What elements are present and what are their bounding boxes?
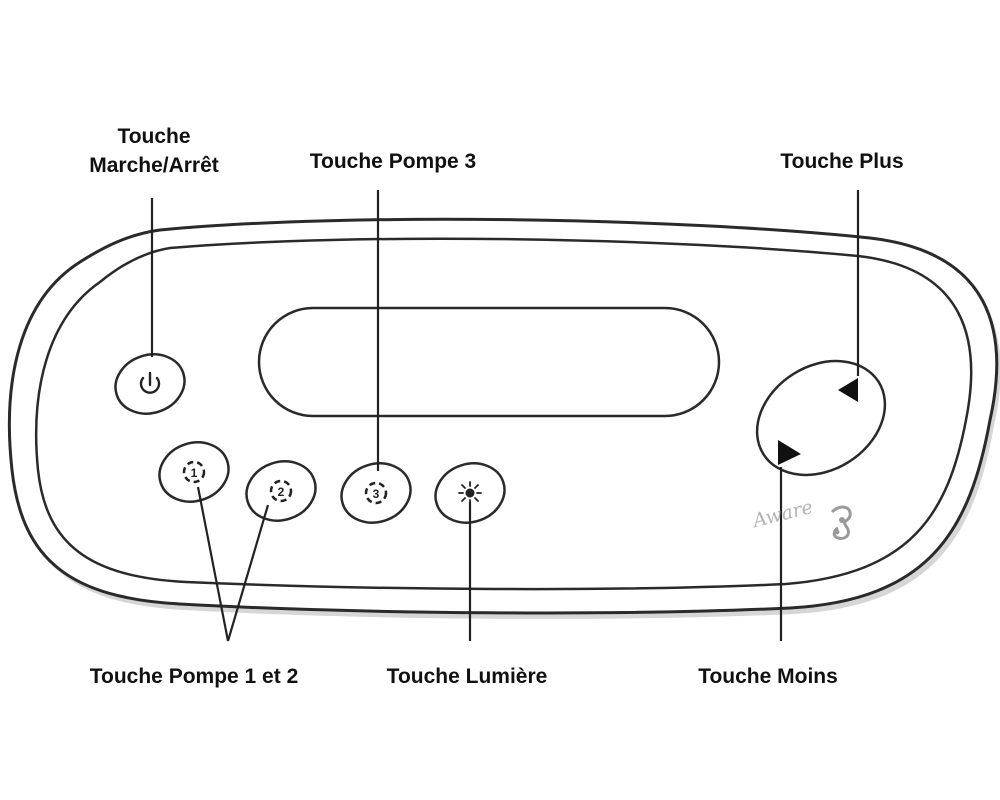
pump-2-button[interactable]: 2 — [239, 453, 323, 530]
label-pump-3: Touche Pompe 3 — [309, 150, 477, 173]
leader-pump1 — [196, 486, 230, 642]
brand-mark — [830, 505, 852, 540]
pump-2-glyph: 2 — [278, 485, 285, 499]
power-button[interactable] — [108, 346, 192, 423]
leader-pump2 — [226, 504, 270, 642]
label-power-line-2: Marche/Arrêt — [89, 154, 219, 177]
pump-3-icon: 3 — [364, 481, 388, 505]
minus-arrow-icon[interactable] — [778, 440, 801, 465]
label-plus: Touche Plus — [780, 150, 904, 173]
light-icon — [458, 481, 482, 505]
pump-1-glyph: 1 — [191, 466, 198, 480]
label-power-button: Touche Marche/Arrêt — [54, 122, 254, 180]
power-icon — [139, 371, 161, 394]
label-pump-1-2: Touche Pompe 1 et 2 — [89, 665, 299, 688]
leader-lines — [150, 190, 860, 642]
pump-3-button[interactable]: 3 — [334, 455, 418, 532]
pump-1-icon: 1 — [182, 460, 206, 484]
pump-3-glyph: 3 — [373, 487, 380, 501]
label-minus: Touche Moins — [698, 665, 838, 688]
label-light: Touche Lumière — [386, 665, 548, 688]
plus-minus-rocker[interactable] — [736, 338, 906, 498]
pump-1-button[interactable]: 1 — [152, 434, 236, 511]
pump-2-icon: 2 — [269, 479, 293, 503]
plus-arrow-icon[interactable] — [838, 378, 858, 402]
label-power-line-1: Touche — [117, 125, 191, 148]
display-window — [257, 306, 721, 418]
light-button[interactable] — [428, 455, 512, 532]
